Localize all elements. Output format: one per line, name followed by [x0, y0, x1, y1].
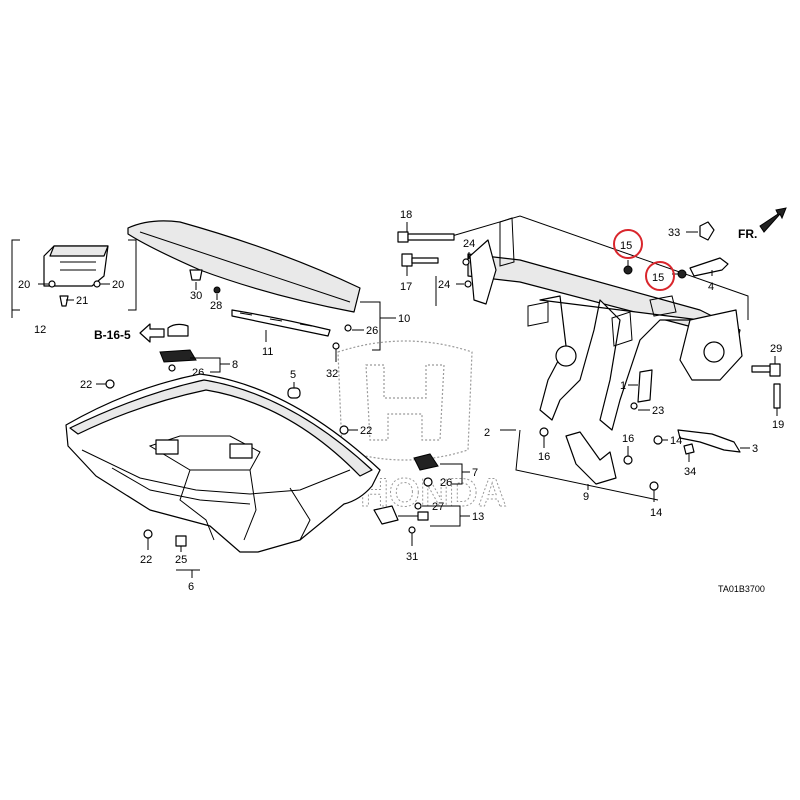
clip-icon: [344, 324, 352, 332]
clip-bracket-4: [689, 257, 729, 277]
callout-20: 20: [18, 279, 30, 291]
arrow-front-icon: [759, 207, 787, 233]
callout-16: 16: [538, 451, 550, 463]
callout-26: 26: [366, 325, 378, 337]
callout-25: 25: [175, 554, 187, 566]
passenger-airbag-group: 20 20 21 12: [11, 239, 137, 336]
bolt-head-icon: [769, 363, 781, 377]
callout-31: 31: [406, 551, 418, 563]
callout-18: 18: [400, 209, 412, 221]
dashboard-main-group: 22 22 22 25 6: [65, 373, 381, 593]
callout-26: 26: [440, 477, 452, 489]
long-bolt: [407, 233, 455, 241]
callout-24: 24: [463, 238, 475, 250]
callout-22: 22: [360, 425, 372, 437]
bolt-15-icon: [623, 265, 633, 275]
bolt-icon: [48, 280, 56, 288]
bolt-icon: [653, 435, 663, 445]
highlight-circle: [613, 229, 643, 259]
right-parts-group: 33 4 FR. 29 19 3 14 34 14: [649, 207, 787, 519]
callout-28: 28: [210, 300, 222, 312]
bolt-icon: [623, 455, 633, 465]
callout-10: 10: [398, 313, 410, 325]
callout-9: 9: [583, 491, 589, 503]
short-bolt: [411, 257, 439, 264]
callout-15: 15: [620, 240, 632, 252]
callout-11: 11: [262, 346, 273, 358]
callout-7: 7: [472, 467, 478, 479]
callout-4: 4: [708, 281, 714, 293]
bracket-1: [637, 369, 653, 403]
callout-3: 3: [752, 443, 758, 455]
switch-panel: [413, 453, 439, 471]
dashboard-main: [65, 373, 381, 553]
cable-3: [677, 429, 741, 453]
diagram-code: TA01B3700: [718, 584, 765, 594]
callout-2: 2: [484, 427, 490, 439]
bolt-icon: [93, 280, 101, 288]
bolt-icon: [143, 529, 153, 539]
reference-label: B-16-5: [94, 328, 131, 342]
lower-stay: [565, 431, 617, 485]
callout-1: 1: [620, 380, 626, 392]
long-bolt: [773, 383, 781, 409]
highlight-circle: [645, 261, 675, 291]
callout-14: 14: [670, 435, 682, 447]
callout-30: 30: [190, 290, 202, 302]
callout-15: 15: [652, 272, 664, 284]
bolt-head-icon: [401, 253, 413, 267]
callout-16: 16: [622, 433, 634, 445]
callout-17: 17: [400, 281, 412, 293]
front-direction-label: FR.: [738, 227, 757, 241]
steering-hanger-group: 2 1 9 23 16 16 24 24 18 17 15 15: [397, 209, 749, 503]
callout-5: 5: [290, 369, 296, 381]
callout-23: 23: [652, 405, 664, 417]
long-bolt: [751, 365, 771, 373]
center-parts-group: 7 26 13 27 31: [373, 453, 484, 563]
callout-33: 33: [668, 227, 680, 239]
callout-20: 20: [112, 279, 124, 291]
clip-icon: [683, 443, 695, 455]
bolt-15-icon: [677, 269, 687, 279]
bolt-icon: [332, 342, 340, 350]
sensor-bracket: [373, 505, 399, 525]
clip-icon: [287, 387, 301, 399]
callout-12: 12: [34, 324, 46, 336]
callout-22: 22: [80, 379, 92, 391]
callout-29: 29: [770, 343, 782, 355]
arrow-left-icon: [139, 323, 165, 343]
bolt-icon: [464, 280, 472, 288]
callout-24: 24: [438, 279, 450, 291]
callout-34: 34: [684, 466, 696, 478]
nut-icon: [699, 221, 715, 241]
garnish-strip: [231, 309, 331, 337]
upper-trim-group: 30 28 26 10 11 32: [127, 220, 410, 380]
callout-6: 6: [188, 581, 194, 593]
clip-icon: [189, 269, 203, 281]
center-stay: [539, 295, 701, 431]
reference-arrow: B-16-5: [94, 323, 165, 343]
bolt-icon: [630, 402, 638, 410]
callout-27: 27: [432, 501, 444, 513]
callout-14: 14: [650, 507, 662, 519]
callout-13: 13: [472, 511, 484, 523]
bolt-icon: [539, 427, 549, 437]
bolt-icon: [649, 481, 659, 491]
clip-icon: [213, 286, 221, 294]
bracket-icon: [59, 295, 69, 307]
callout-19: 19: [772, 419, 784, 431]
clip-icon: [175, 535, 187, 547]
callout-32: 32: [326, 368, 338, 380]
vent-grille: [159, 349, 197, 363]
bolt-head-icon: [397, 231, 409, 243]
callout-22: 22: [140, 554, 152, 566]
beam-end-bracket: [469, 239, 497, 305]
callout-8: 8: [232, 359, 238, 371]
vent-cap: [167, 323, 189, 337]
bolt-icon: [462, 258, 470, 266]
bolt-icon: [105, 379, 115, 389]
bolt-icon: [339, 425, 349, 435]
callout-21: 21: [76, 295, 88, 307]
